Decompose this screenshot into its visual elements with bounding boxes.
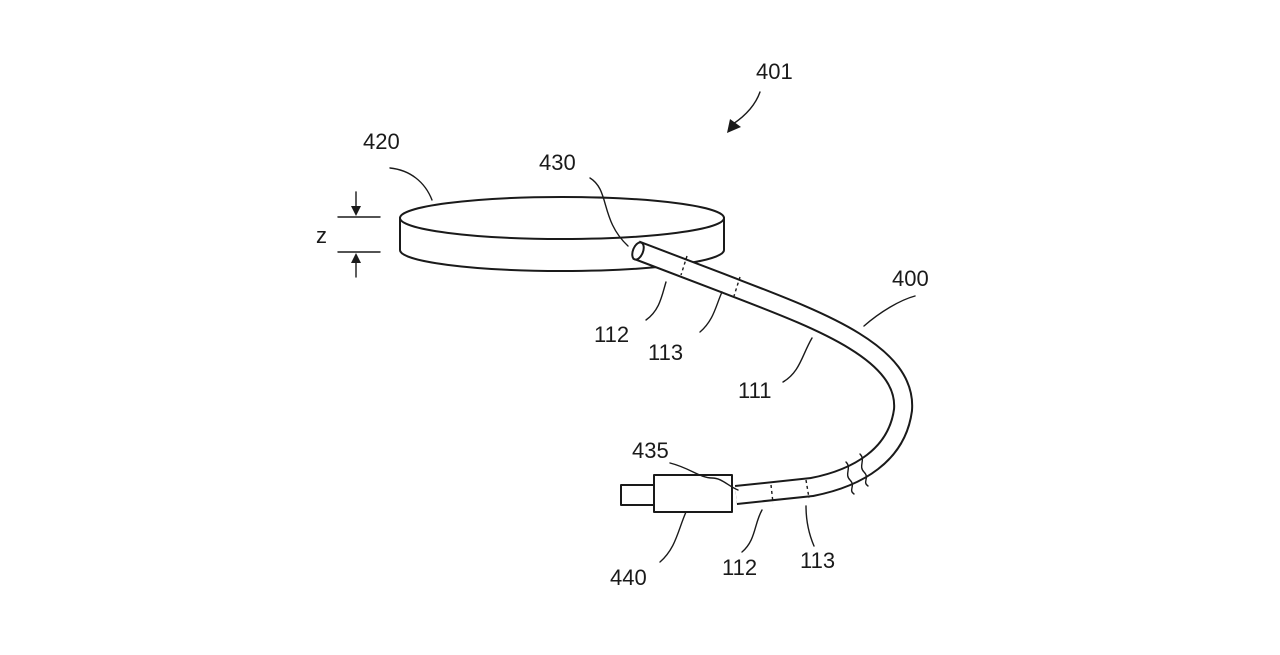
disc-420 xyxy=(399,196,725,272)
label-113-top: 113 xyxy=(648,340,683,365)
label-111: 111 xyxy=(738,378,771,403)
label-400: 400 xyxy=(892,266,929,291)
cable-break-mark xyxy=(845,453,869,495)
label-401: 401 xyxy=(756,59,793,84)
label-112-top: 112 xyxy=(594,322,629,347)
cable-400 xyxy=(631,240,914,505)
label-435: 435 xyxy=(632,438,669,463)
label-440: 440 xyxy=(610,565,647,590)
leader-lines xyxy=(389,167,916,563)
assembly-arrow xyxy=(727,91,761,133)
connector-440 xyxy=(620,474,733,513)
label-112-bottom: 112 xyxy=(722,555,757,580)
label-420: 420 xyxy=(363,129,400,154)
label-430: 430 xyxy=(539,150,576,175)
thickness-dimension xyxy=(337,191,381,278)
label-z: z xyxy=(316,223,327,248)
label-113-bottom: 113 xyxy=(800,548,835,573)
